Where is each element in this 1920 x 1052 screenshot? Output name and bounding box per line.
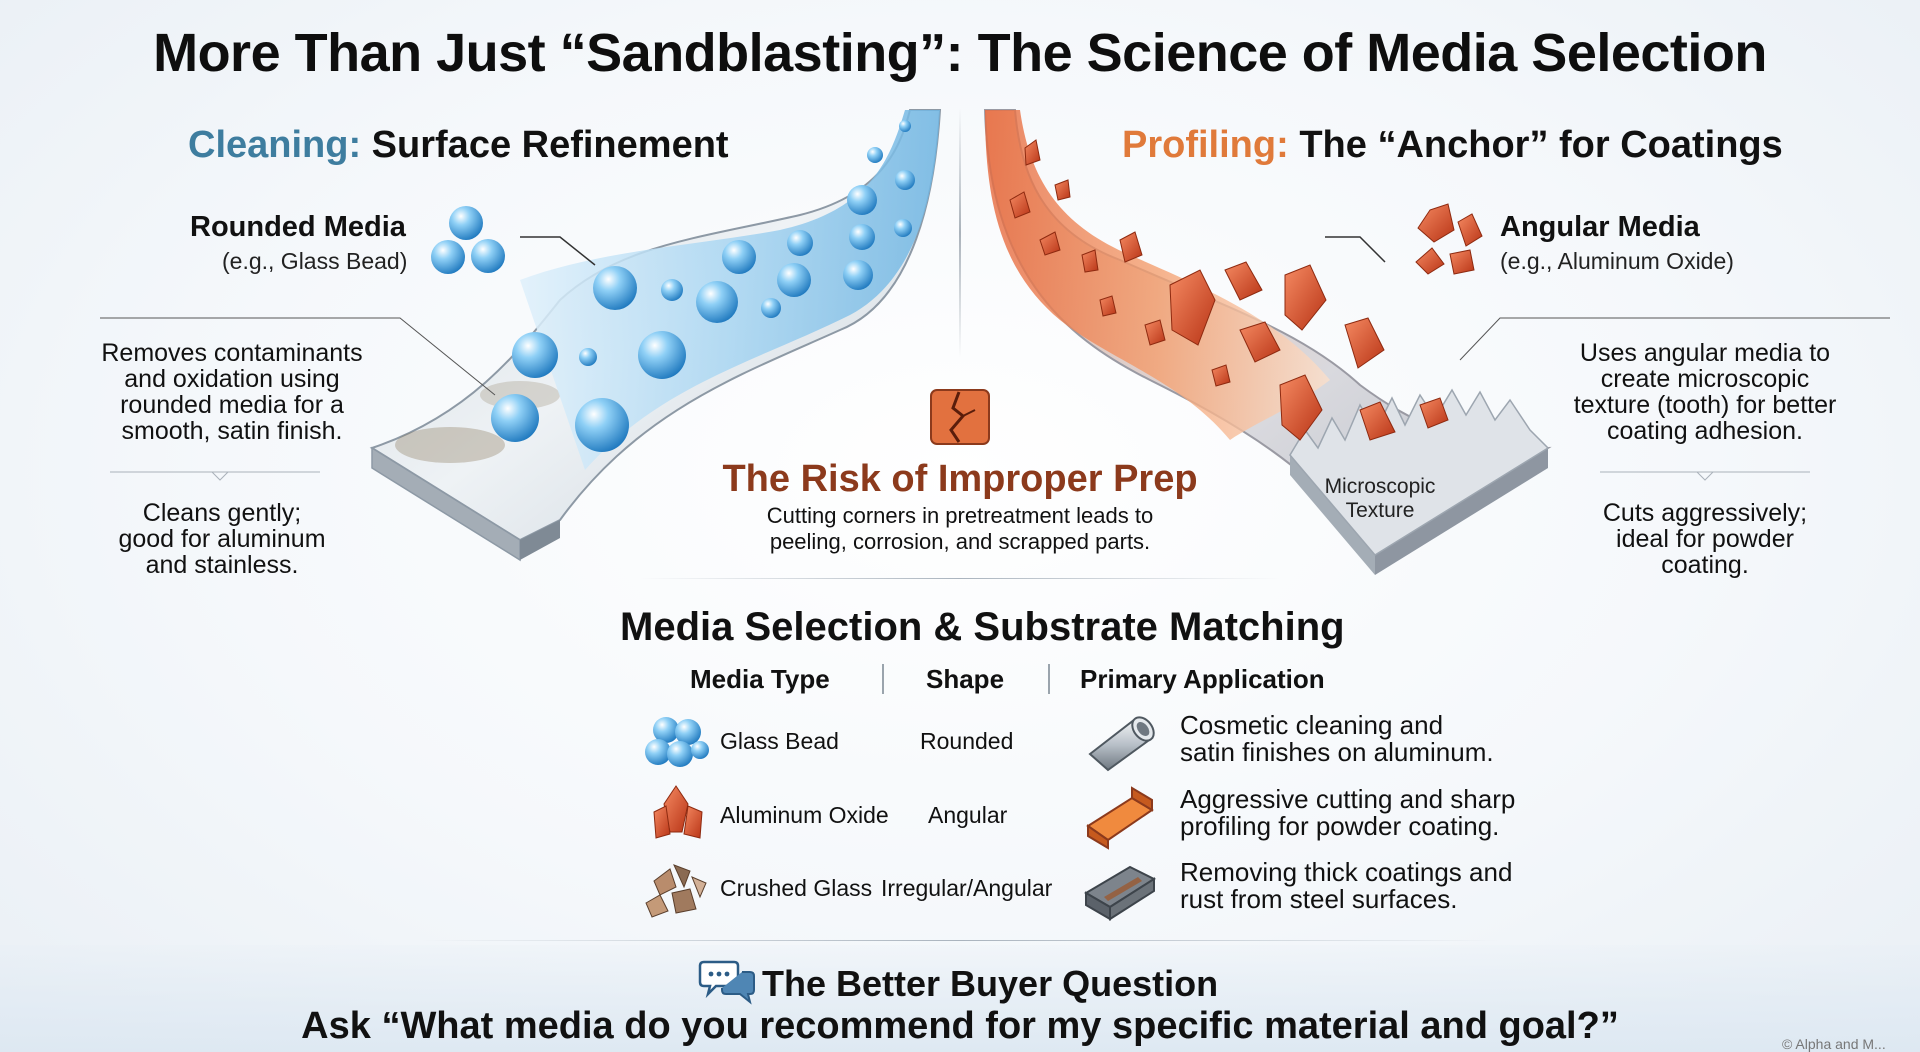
- risk-text: Cutting corners in pretreatment leads to…: [690, 503, 1230, 555]
- table-row: Glass Bead Rounded Cosmetic cleaning and…: [640, 710, 1540, 774]
- rusty-steel-beam-icon: [1084, 865, 1157, 921]
- cleaning-note-line: and stainless.: [145, 551, 299, 579]
- profiling-connector: [1325, 236, 1386, 263]
- page-title: More Than Just “Sandblasting”: The Scien…: [153, 23, 1767, 83]
- cleaning-description-line: smooth, satin finish.: [121, 417, 343, 445]
- profiling-heading-rest: The “Anchor” for Coatings: [1288, 124, 1783, 166]
- aluminum-tube-icon: [1088, 716, 1155, 772]
- glass-bead-particles: [491, 120, 915, 452]
- profiling-heading-accent: Profiling:: [1122, 124, 1289, 166]
- table-row: Crushed Glass Irregular/Angular Removing…: [640, 857, 1540, 921]
- rounded-media-example: (e.g., Glass Bead): [222, 248, 408, 274]
- cracked-panel-icon: [930, 389, 990, 445]
- chat-bubbles-icon: [698, 960, 755, 1005]
- column-header-media-type: Media Type: [690, 664, 830, 694]
- angular-media-label: Angular Media: [1500, 211, 1700, 243]
- band-divider: [420, 940, 1500, 941]
- table-row: Aluminum Oxide Angular Aggressive cuttin…: [640, 784, 1540, 850]
- buyer-question-band: [0, 945, 1920, 1052]
- center-divider: [959, 108, 961, 358]
- cleaning-description: Removes contaminants and oxidation using…: [72, 340, 392, 444]
- application-cell: Removing thick coatings and rust from st…: [1180, 859, 1512, 913]
- shape-cell: Angular: [928, 802, 1008, 828]
- cleaning-description-line: Removes contaminants: [101, 339, 363, 367]
- risk-text-line: peeling, corrosion, and scrapped parts.: [769, 529, 1151, 554]
- shape-cell: Irregular/Angular: [881, 875, 1053, 901]
- shape-cell: Rounded: [920, 728, 1014, 754]
- microscopic-texture-label: Microscopic Texture: [1310, 475, 1450, 523]
- cleaning-note-line: Cleans gently;: [142, 499, 302, 527]
- media-type-cell: Glass Bead: [720, 728, 839, 754]
- cleaning-connector: [520, 236, 596, 266]
- profiling-note-line: Cuts aggressively;: [1602, 499, 1808, 527]
- column-header-shape: Shape: [926, 664, 1005, 694]
- cleaning-note: Cleans gently; good for aluminum and sta…: [72, 500, 372, 578]
- aluminum-oxide-icon: [653, 785, 703, 839]
- risk-text-line: Cutting corners in pretreatment leads to: [766, 503, 1154, 528]
- profiling-description-line: coating adhesion.: [1607, 417, 1803, 445]
- application-line: Removing thick coatings and: [1180, 857, 1513, 887]
- profiling-description-line: texture (tooth) for better: [1573, 391, 1837, 419]
- profiling-description-line: create microscopic: [1600, 365, 1810, 393]
- cleaning-heading-accent: Cleaning:: [188, 124, 362, 166]
- application-cell: Aggressive cutting and sharp profiling f…: [1180, 786, 1515, 840]
- profiling-note-line: coating.: [1661, 551, 1749, 579]
- aluminum-oxide-particles: [1009, 139, 1449, 441]
- cleaning-description-line: rounded media for a: [120, 391, 344, 419]
- glass-bead-icon: [645, 717, 709, 767]
- profiling-heading: Profiling: The “Anchor” for Coatings: [1122, 124, 1783, 167]
- section-divider: [640, 578, 1280, 579]
- media-type-cell: Crushed Glass: [720, 875, 873, 901]
- column-separator: [1048, 664, 1050, 694]
- angular-media-example: (e.g., Aluminum Oxide): [1500, 248, 1734, 274]
- table-title: Media Selection & Substrate Matching: [620, 605, 1345, 649]
- profiling-note: Cuts aggressively; ideal for powder coat…: [1555, 500, 1855, 578]
- application-line: profiling for powder coating.: [1180, 811, 1500, 841]
- column-separator: [882, 664, 884, 694]
- oxide-stream: [985, 110, 1330, 440]
- buyer-question: Ask “What media do you recommend for my …: [301, 1005, 1619, 1047]
- cleaning-heading-rest: Surface Refinement: [361, 124, 729, 166]
- profiling-description: Uses angular media to create microscopic…: [1535, 340, 1875, 444]
- rounded-media-label: Rounded Media: [190, 211, 406, 243]
- application-line: satin finishes on aluminum.: [1180, 737, 1494, 767]
- application-line: Aggressive cutting and sharp: [1180, 784, 1516, 814]
- crushed-glass-icon: [645, 864, 707, 918]
- footnote: © Alpha and M...: [1782, 1036, 1886, 1052]
- cleaning-heading: Cleaning: Surface Refinement: [188, 124, 729, 167]
- angular-media-icon: [1415, 203, 1483, 275]
- texture-label-line: Texture: [1345, 499, 1415, 522]
- cleaning-note-line: good for aluminum: [118, 525, 326, 553]
- column-header-application: Primary Application: [1080, 664, 1325, 694]
- profiling-desc-connector: [1459, 317, 1890, 361]
- profiling-note-line: ideal for powder: [1616, 525, 1794, 553]
- risk-title: The Risk of Improper Prep: [722, 458, 1198, 500]
- cleaning-description-line: and oxidation using: [124, 365, 340, 393]
- application-cell: Cosmetic cleaning and satin finishes on …: [1180, 712, 1494, 766]
- copper-bracket-icon: [1086, 786, 1154, 850]
- profiling-description-line: Uses angular media to: [1579, 339, 1831, 367]
- application-line: rust from steel surfaces.: [1180, 884, 1458, 914]
- rounded-media-icon: [431, 206, 505, 274]
- cleaning-desc-connector: [100, 317, 496, 396]
- application-line: Cosmetic cleaning and: [1180, 710, 1444, 740]
- texture-label-line: Microscopic: [1324, 475, 1436, 498]
- media-type-cell: Aluminum Oxide: [720, 802, 889, 828]
- buyer-title: The Better Buyer Question: [762, 963, 1219, 1004]
